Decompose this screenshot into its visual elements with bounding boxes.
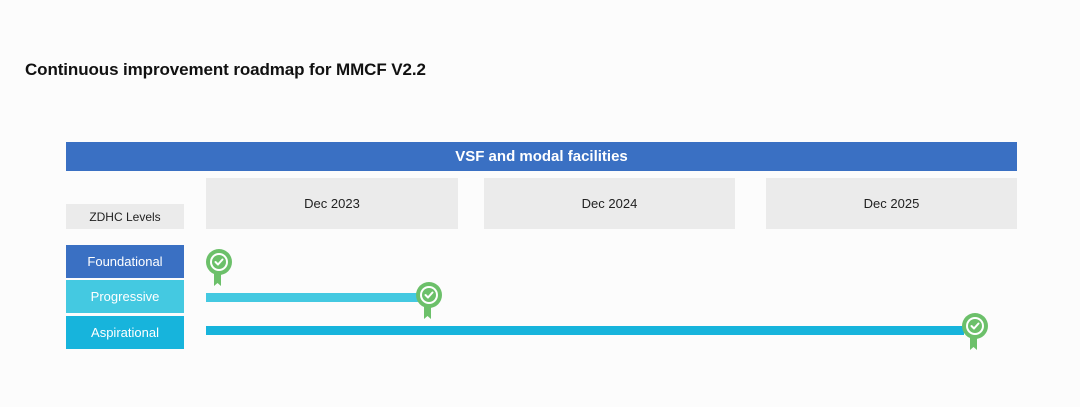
award-ribbon-icon bbox=[206, 249, 232, 286]
progressive-timeline-bar bbox=[206, 293, 418, 302]
page-title: Continuous improvement roadmap for MMCF … bbox=[25, 60, 426, 79]
award-ribbon-icon bbox=[962, 313, 988, 350]
milestone-dec-2024: Dec 2024 bbox=[484, 178, 735, 229]
facility-banner: VSF and modal facilities bbox=[66, 142, 1017, 171]
zdhc-levels-header: ZDHC Levels bbox=[66, 204, 184, 229]
award-ribbon-icon bbox=[416, 282, 442, 319]
milestone-dec-2025: Dec 2025 bbox=[766, 178, 1017, 229]
level-progressive: Progressive bbox=[66, 280, 184, 313]
level-foundational: Foundational bbox=[66, 245, 184, 278]
aspirational-timeline-bar bbox=[206, 326, 964, 335]
milestone-dec-2023: Dec 2023 bbox=[206, 178, 458, 229]
level-aspirational: Aspirational bbox=[66, 316, 184, 349]
